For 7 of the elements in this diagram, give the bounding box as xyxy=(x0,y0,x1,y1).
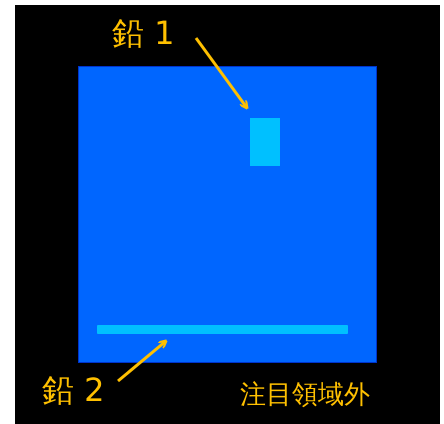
leader-arrow xyxy=(194,37,249,110)
element-label: 鉛 2 xyxy=(42,374,105,406)
leader-arrow xyxy=(117,339,168,382)
element-label: 鉛 1 xyxy=(112,17,175,49)
region-note: 注目領域外 xyxy=(240,382,370,408)
lead-strip xyxy=(97,325,348,334)
lead-block xyxy=(250,118,280,166)
